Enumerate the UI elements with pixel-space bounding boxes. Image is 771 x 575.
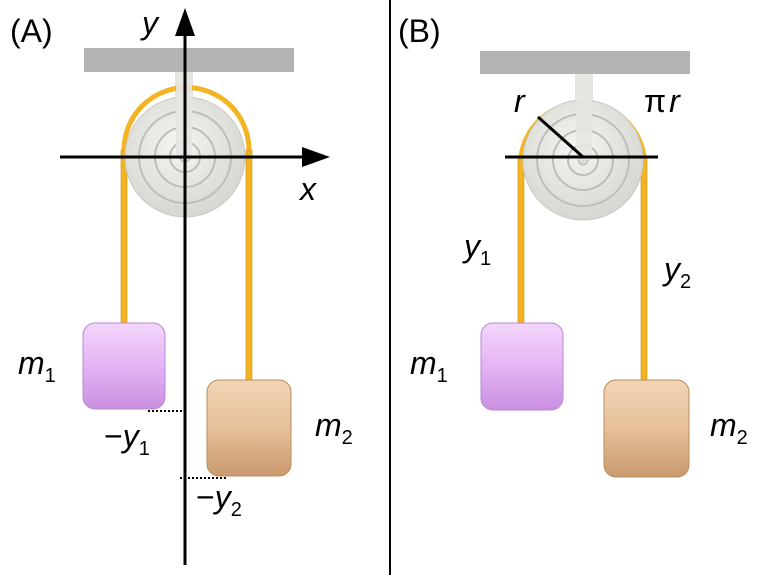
label-m1-b: m1: [410, 345, 448, 387]
label-neg-y1-a: −y1: [104, 418, 150, 460]
rope-right-a: [245, 149, 253, 383]
label-m2-a: m2: [315, 407, 353, 449]
rope-right-b: [640, 156, 648, 383]
label-m1-a: m1: [18, 345, 56, 387]
mass-m1-b: [480, 322, 564, 411]
mass-m1-a: [82, 322, 166, 410]
x-axis-arrow-icon: [302, 147, 330, 167]
mass-m2-a: [206, 379, 292, 477]
ceiling-b: [480, 51, 690, 74]
label-m2-b: m2: [710, 407, 748, 449]
mass-m2-b: [603, 379, 690, 478]
label-pi-r: πr: [644, 83, 681, 119]
label-radius-r: r: [514, 83, 526, 119]
ceiling-a: [84, 48, 294, 72]
rope-left-a: [120, 149, 128, 326]
label-y1-b: y1: [462, 228, 491, 270]
hanger-b-front: [576, 74, 592, 160]
label-y2-b: y2: [662, 251, 691, 293]
panel-b: (B) r πr y1 y2: [398, 13, 748, 478]
axis-y-label: y: [140, 5, 160, 41]
panel-b-tag: (B): [398, 13, 441, 49]
label-neg-y2-a: −y2: [196, 479, 242, 521]
axis-x-label: x: [298, 171, 317, 207]
rope-left-b: [517, 156, 525, 326]
panel-a: (A) y x m1: [10, 5, 353, 565]
panel-a-tag: (A): [10, 13, 53, 49]
radius-line-b: [537, 115, 584, 159]
y-axis-arrow-icon: [175, 8, 195, 36]
